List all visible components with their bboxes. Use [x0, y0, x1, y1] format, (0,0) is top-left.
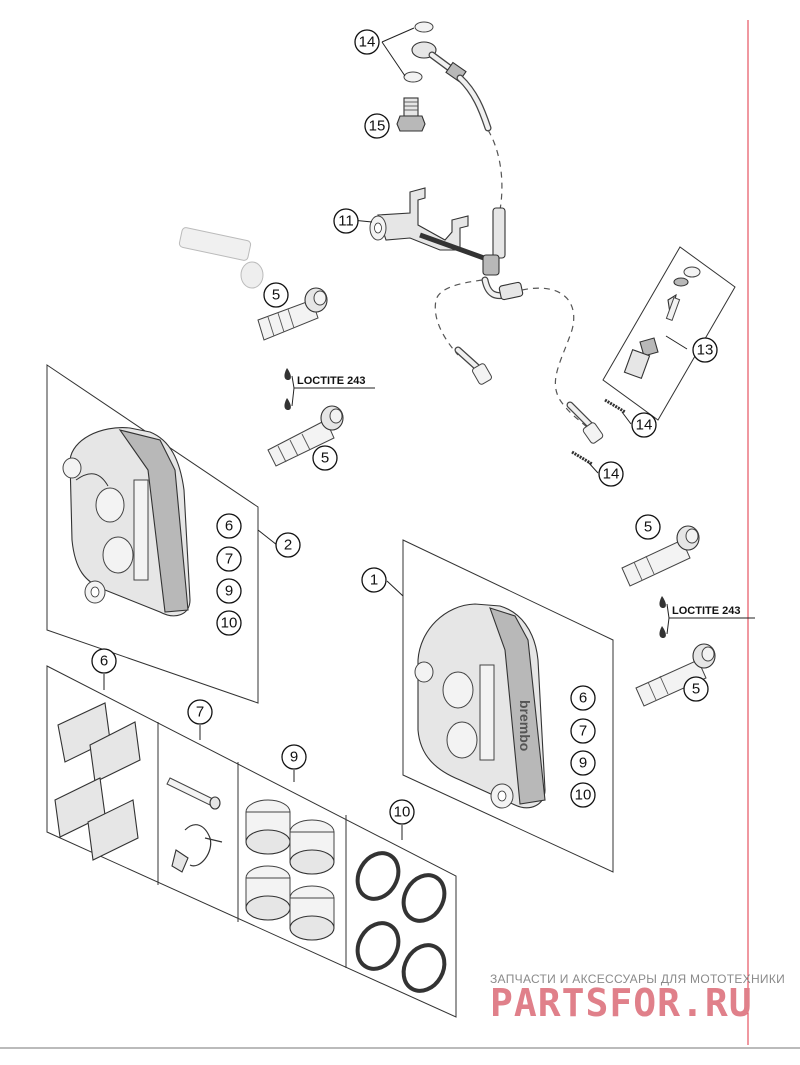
brake-caliper-right: brembo	[414, 603, 546, 809]
callout-7-caliper-left: 7	[216, 546, 242, 572]
callout-6-caliper-left: 6	[216, 513, 242, 539]
hose-splitter	[492, 207, 506, 259]
watermark-brand: PARTSFOR.RU	[490, 981, 753, 1025]
caliper-bolt-right-a	[621, 525, 700, 587]
ghost-bolt	[178, 227, 264, 289]
callout-14-top: 14	[354, 29, 380, 55]
loctite-note-left: LOCTITE 243	[297, 375, 365, 387]
svg-text:11: 11	[338, 213, 354, 230]
loctite-note-right: LOCTITE 243	[672, 605, 740, 617]
svg-text:6: 6	[225, 518, 233, 535]
caliper-bolt-right-b	[635, 643, 716, 707]
callout-2: 2	[275, 532, 301, 558]
lower-hose-right	[521, 287, 591, 431]
caliper-bolt-upper-left-a	[257, 287, 328, 341]
bleeder-kit-group	[602, 246, 736, 421]
callout-5-right-b: 5	[683, 676, 709, 702]
svg-text:13: 13	[697, 342, 714, 359]
svg-text:2: 2	[284, 537, 292, 554]
callout-9-pistons: 9	[281, 744, 307, 770]
svg-text:10: 10	[394, 804, 411, 821]
callout-6-caliper-right: 6	[570, 685, 596, 711]
callout-14-lower: 14	[598, 461, 624, 487]
svg-text:5: 5	[321, 450, 329, 467]
callout-11: 11	[333, 208, 359, 234]
brake-caliper-left	[62, 427, 191, 617]
bleed-screw	[396, 97, 426, 132]
svg-text:5: 5	[272, 287, 280, 304]
caliper-brand-logo: brembo	[517, 700, 533, 751]
svg-text:6: 6	[100, 653, 108, 670]
svg-text:5: 5	[692, 681, 700, 698]
kit-boxes	[46, 665, 457, 1018]
loctite-drop-1	[284, 368, 291, 380]
callout-15: 15	[364, 113, 390, 139]
svg-text:15: 15	[369, 118, 386, 135]
hose-routing-dashed	[487, 129, 503, 211]
loctite-drop-2	[284, 398, 291, 410]
brake-caliper-left-group	[46, 364, 259, 704]
svg-text:6: 6	[579, 690, 587, 707]
watermark-tagline: ЗАПЧАСТИ И АКСЕССУАРЫ ДЛЯ МОТОТЕХНИКИ	[490, 972, 785, 986]
callout-7-caliper-right: 7	[570, 718, 596, 744]
sealing-washer-top	[414, 21, 434, 33]
pad-pin-and-clip	[166, 777, 223, 873]
callout-5-right-a: 5	[635, 514, 661, 540]
svg-text:14: 14	[636, 417, 653, 434]
callout-9-caliper-right: 9	[570, 750, 596, 776]
lower-hose-left	[434, 279, 483, 356]
caliper-pistons-kit	[245, 799, 335, 941]
hose-bracket	[369, 187, 496, 265]
callout-1: 1	[361, 567, 387, 593]
crush-washer-pair-lower	[571, 450, 593, 466]
crush-washer-pair-upper	[604, 398, 626, 414]
svg-text:9: 9	[290, 749, 298, 766]
svg-text:10: 10	[221, 615, 238, 632]
sealing-washer-bottom	[403, 71, 423, 83]
brake-pads-kit	[54, 702, 141, 861]
caliper-bolt-upper-left-b	[267, 405, 344, 467]
svg-text:14: 14	[359, 34, 376, 51]
callout-13: 13	[692, 337, 718, 363]
callout-10-caliper-left: 10	[216, 610, 242, 636]
svg-text:9: 9	[579, 755, 587, 772]
callout-14-middle: 14	[631, 412, 657, 438]
brake-line-assembly	[369, 21, 604, 444]
loctite-drop-4	[659, 626, 666, 638]
callout-6-pads: 6	[91, 648, 117, 674]
brake-caliper-right-group: brembo	[402, 539, 614, 873]
svg-text:5: 5	[644, 519, 652, 536]
callout-10-caliper-right: 10	[570, 782, 596, 808]
svg-text:1: 1	[370, 572, 378, 589]
piston-seals-kit	[355, 851, 447, 993]
callout-5-upper-left-a: 5	[263, 282, 289, 308]
svg-text:7: 7	[579, 723, 587, 740]
svg-text:14: 14	[603, 466, 620, 483]
svg-text:10: 10	[575, 787, 592, 804]
callout-5-upper-left-b: 5	[312, 445, 338, 471]
callout-7-pin: 7	[187, 699, 213, 725]
svg-text:9: 9	[225, 583, 233, 600]
loctite-drop-3	[659, 596, 666, 608]
svg-text:7: 7	[196, 704, 204, 721]
callout-10-seals: 10	[389, 799, 415, 825]
svg-text:7: 7	[225, 551, 233, 568]
callout-9-caliper-left: 9	[216, 578, 242, 604]
